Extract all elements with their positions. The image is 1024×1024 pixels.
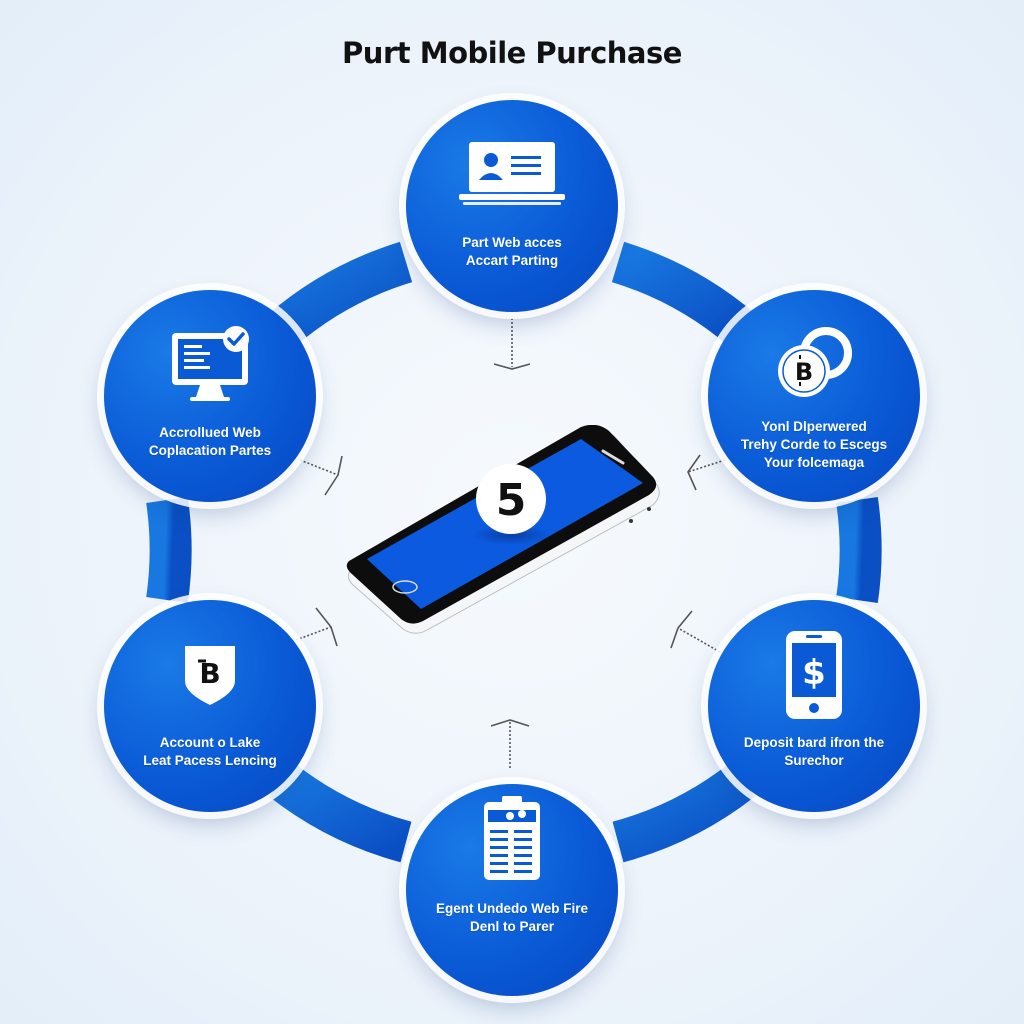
- step-node-lower-right: $ Deposit bard ifron the Surechor: [708, 600, 920, 812]
- step-node-lower-left: B Account o Lake Leat Pacess Lencing: [104, 600, 316, 812]
- arrow-upper-right-icon: [687, 454, 726, 491]
- arrow-lower-right-icon: [670, 610, 721, 653]
- node-label-line: Denl to Parer: [469, 919, 554, 934]
- number-badge: [476, 464, 546, 534]
- node-label-line: Part Web acces: [462, 235, 562, 250]
- phone-dollar-icon: $: [784, 630, 844, 720]
- svg-text:B: B: [795, 358, 813, 386]
- diagram-title: Purt Mobile Purchase: [342, 36, 682, 70]
- clipboard-list-icon: [482, 794, 542, 884]
- ring-segment-bottom-lower-left: [269, 763, 412, 863]
- arrow-bottom-icon: [490, 719, 530, 770]
- home-button-icon: [392, 580, 418, 594]
- ring-segment-top-upper-right: [611, 241, 756, 347]
- ring-segment-upper-right-lower-right: [836, 496, 882, 604]
- arrow-lower-left-icon: [295, 607, 338, 647]
- step-node-top: Part Web acces Accart Parting: [406, 100, 618, 312]
- node-label-line: Deposit bard ifron the: [743, 735, 885, 750]
- bitcoin-coin-icon: B: [764, 320, 864, 410]
- step-node-bottom: Egent Undedo Web Fire Denl to Parer: [406, 784, 618, 996]
- laptop-profile-icon: [457, 130, 567, 220]
- monitor-check-icon: [160, 320, 260, 410]
- smartphone-illustration: 5: [346, 425, 660, 634]
- node-label-line: Trehy Corde to Escegs: [740, 437, 888, 452]
- ring-segment-lower-left-upper-left: [146, 496, 192, 604]
- ring-segment-upper-left-top: [268, 241, 413, 347]
- ring-segment-lower-right-bottom: [612, 763, 755, 863]
- svg-text:$: $: [802, 653, 826, 693]
- badge-number: 5: [496, 475, 527, 526]
- svg-text:B: B: [199, 657, 220, 690]
- node-label-line: Coplacation Partes: [148, 443, 272, 458]
- arrow-upper-left-icon: [299, 455, 343, 496]
- node-label-line: Yonl Dlperwered: [761, 419, 867, 434]
- node-label-line: Accrollued Web: [159, 425, 261, 440]
- step-node-upper-right: B Yonl Dlperwered Trehy Corde to Escegs …: [708, 290, 920, 502]
- shield-b-icon: B: [182, 630, 238, 720]
- arrow-top-icon: [493, 318, 531, 370]
- node-label-line: Leat Pacess Lencing: [143, 753, 277, 768]
- node-label-line: Your folcemaga: [763, 455, 865, 470]
- node-label-line: Account o Lake: [159, 735, 261, 750]
- node-label-line: Accart Parting: [465, 253, 559, 268]
- node-label-line: Surechor: [784, 753, 844, 768]
- node-label-line: Egent Undedo Web Fire: [435, 901, 588, 916]
- step-node-upper-left: Accrollued Web Coplacation Partes: [104, 290, 316, 502]
